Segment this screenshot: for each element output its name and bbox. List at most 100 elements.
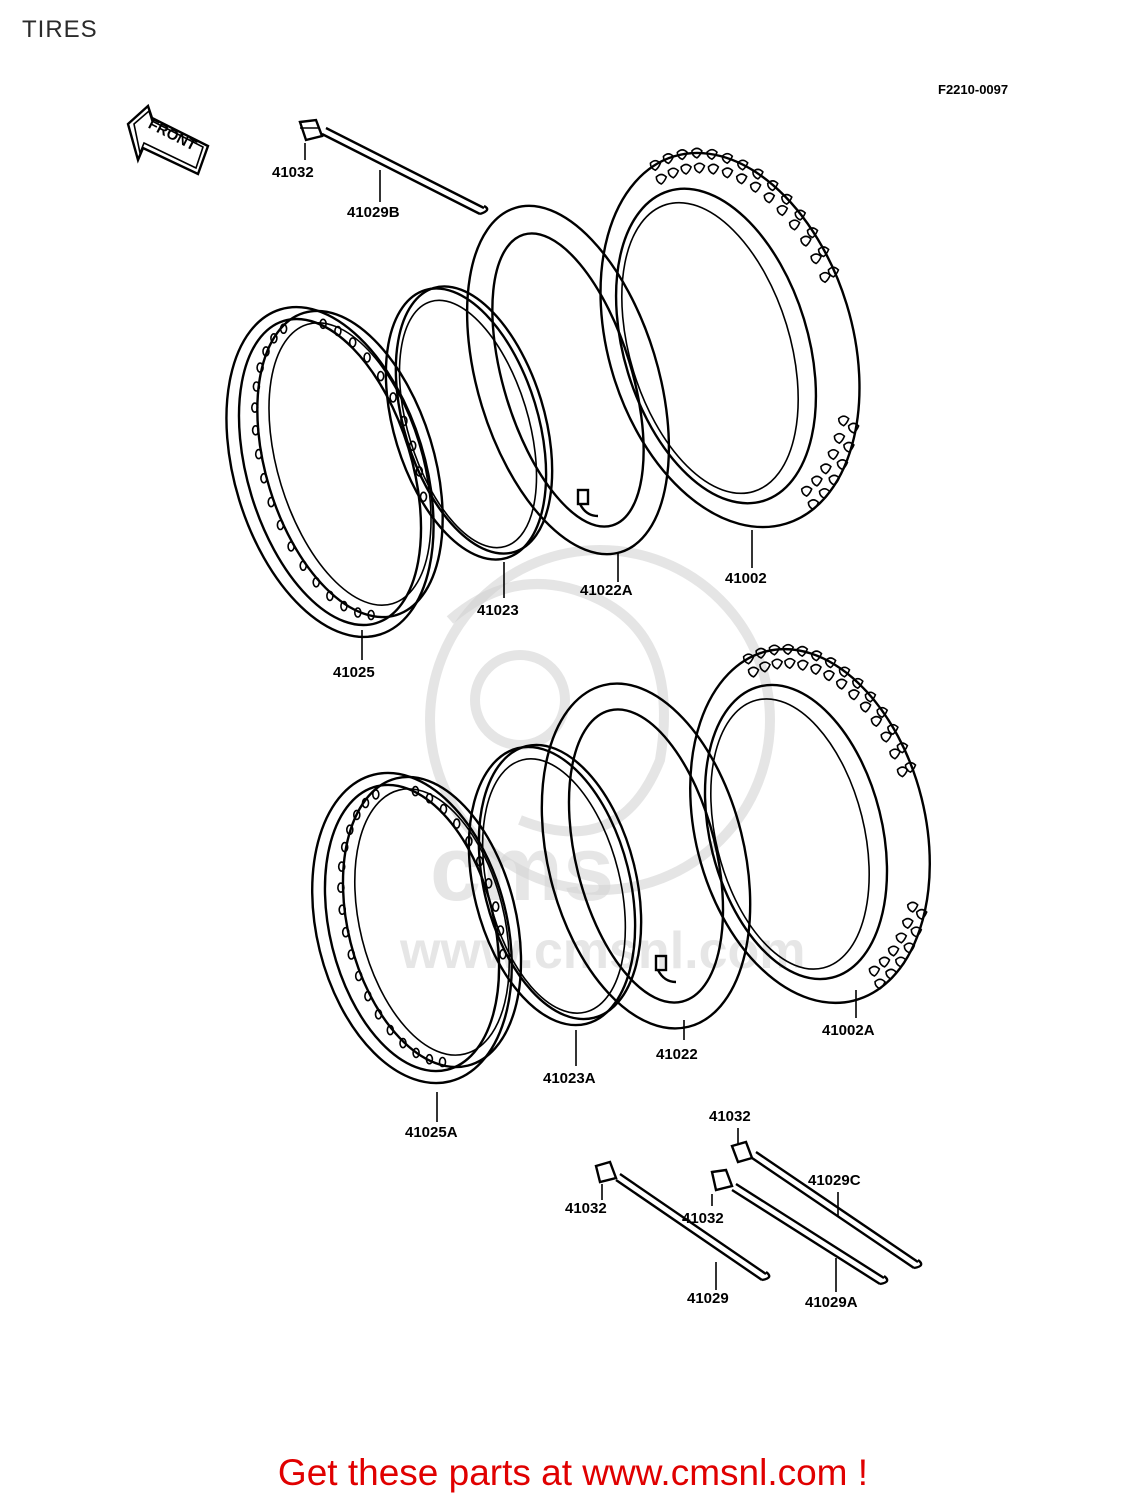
tread-block — [810, 663, 822, 675]
spoke-hole — [363, 352, 371, 363]
tread-block — [851, 677, 864, 690]
tread-block — [876, 706, 889, 719]
tread-block — [755, 647, 768, 659]
tread-block — [759, 661, 771, 673]
label-41022a: 41022A — [580, 582, 633, 599]
spoke-hole — [262, 346, 270, 357]
spoke-hole — [361, 797, 370, 809]
spoke-hole — [270, 332, 278, 344]
spoke-hole — [352, 809, 361, 821]
tube-41022a — [465, 204, 671, 556]
spoke-hole — [389, 392, 397, 403]
label-41029a: 41029A — [805, 1294, 858, 1311]
label-41032-a: 41032 — [682, 1210, 724, 1227]
label-41032-c: 41032 — [709, 1108, 751, 1125]
tread-block — [763, 192, 776, 204]
label-41025: 41025 — [333, 664, 375, 681]
tread-block — [811, 475, 823, 487]
tread-block — [859, 701, 872, 713]
tread-block — [747, 666, 760, 678]
spoke-hole — [367, 609, 375, 621]
spoke-hole — [364, 990, 372, 1002]
tread-block — [782, 643, 795, 656]
tread-block — [649, 159, 662, 172]
tread-block — [735, 173, 748, 185]
tread-block — [752, 168, 764, 180]
label-41032-plain: 41032 — [565, 1200, 607, 1217]
tread-block — [848, 689, 860, 701]
tread-block — [843, 441, 855, 453]
tread-block — [887, 945, 900, 957]
spoke-41029b — [321, 126, 489, 216]
tread-block — [874, 978, 886, 990]
spoke-hole — [491, 901, 500, 912]
tread-block — [870, 715, 883, 727]
spoke-hole — [399, 1037, 407, 1049]
front-arrow: FRONT — [126, 103, 210, 176]
tread-block — [889, 748, 901, 760]
spoke-hole — [374, 1008, 383, 1020]
spoke-hole — [319, 318, 327, 330]
tread-block — [676, 149, 689, 161]
tread-block — [806, 227, 819, 239]
tread-block — [838, 666, 851, 678]
tread-block — [820, 463, 832, 475]
nipple-41032-plain — [594, 1160, 618, 1184]
rim-band-41023 — [384, 285, 554, 561]
spoke-hole — [419, 491, 428, 503]
label-41029: 41029 — [687, 1290, 729, 1307]
tread-block — [895, 932, 908, 944]
tread-block — [794, 209, 807, 221]
tread-block — [749, 181, 762, 193]
tread-block — [828, 474, 841, 486]
tread-block — [906, 901, 919, 913]
tread-block — [915, 908, 928, 920]
spoke-hole — [348, 337, 357, 348]
tread-block — [903, 942, 916, 954]
label-41022: 41022 — [656, 1046, 698, 1063]
tread-block — [823, 670, 835, 682]
tire-41002 — [599, 147, 861, 529]
spoke-hole — [438, 1056, 447, 1068]
tread-block — [827, 449, 840, 461]
tread-block — [800, 235, 812, 247]
footer-link[interactable]: Get these parts at www.cmsnl.com ! — [277, 1452, 869, 1493]
tread-block — [693, 162, 706, 174]
tread-block — [797, 659, 809, 671]
tread-block — [721, 152, 734, 165]
label-41032-top: 41032 — [272, 164, 314, 181]
spoke-hole — [371, 789, 380, 800]
spoke-hole — [252, 381, 261, 392]
spoke-hole — [326, 590, 334, 602]
spoke-hole — [287, 541, 295, 552]
nipple-41032-top — [298, 118, 324, 142]
spoke-hole — [279, 323, 288, 335]
spoke-hole — [347, 949, 356, 960]
spoke-hole — [260, 472, 268, 484]
spoke-hole — [256, 362, 264, 373]
spoke-hole — [299, 560, 308, 572]
spoke-hole — [452, 818, 461, 829]
spoke-hole — [254, 448, 263, 460]
tread-block — [766, 180, 779, 192]
label-41029c: 41029C — [808, 1172, 861, 1189]
tread-block — [836, 459, 849, 471]
spoke-hole — [425, 792, 434, 804]
label-41023: 41023 — [477, 602, 519, 619]
spoke-hole — [386, 1024, 395, 1036]
tread-block — [878, 956, 891, 968]
spoke-hole — [376, 370, 385, 382]
label-41029b: 41029B — [347, 204, 400, 221]
tread-block — [887, 723, 899, 736]
watermark-text: www.cmsnl.com — [399, 922, 806, 980]
spoke-41029c — [751, 1151, 923, 1270]
label-41025a: 41025A — [405, 1124, 458, 1141]
spoke-hole — [345, 824, 354, 836]
spoke-hole — [353, 607, 362, 618]
watermark-logo: cms www.cmsnl.com — [399, 545, 806, 980]
tread-block — [807, 499, 820, 511]
spoke-hole — [439, 803, 448, 815]
label-41023a: 41023A — [543, 1070, 596, 1087]
tread-block — [835, 678, 848, 690]
